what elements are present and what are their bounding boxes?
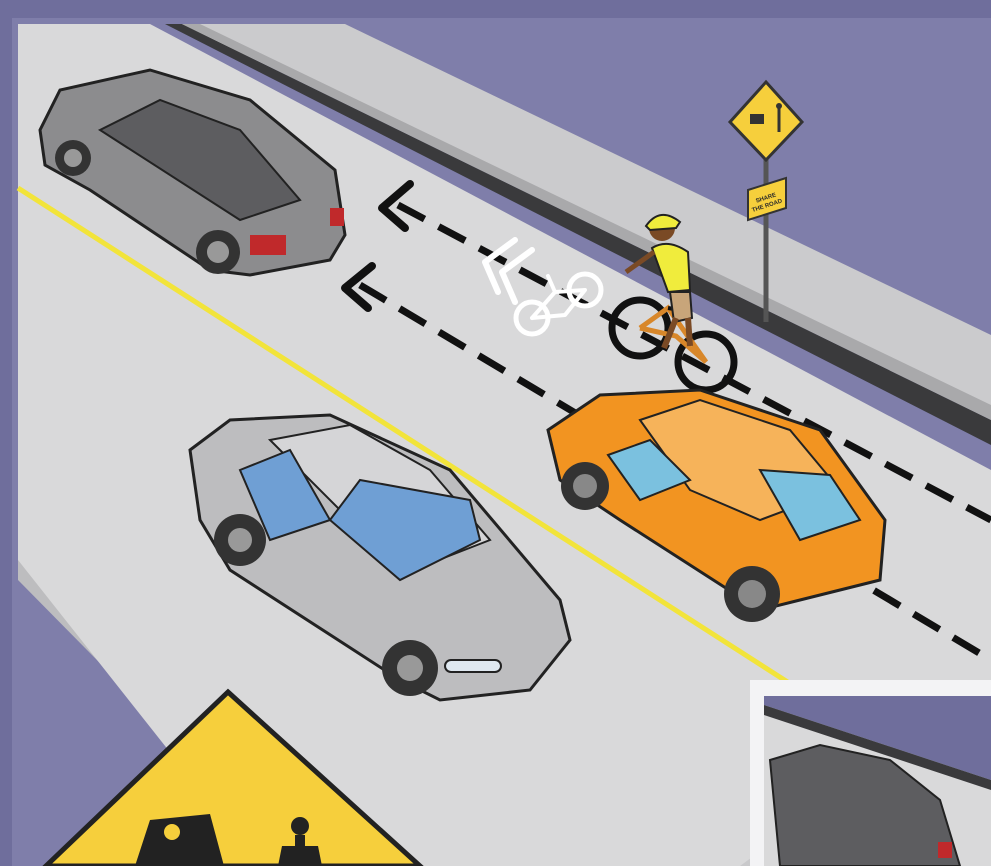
inset-panel — [750, 680, 991, 866]
